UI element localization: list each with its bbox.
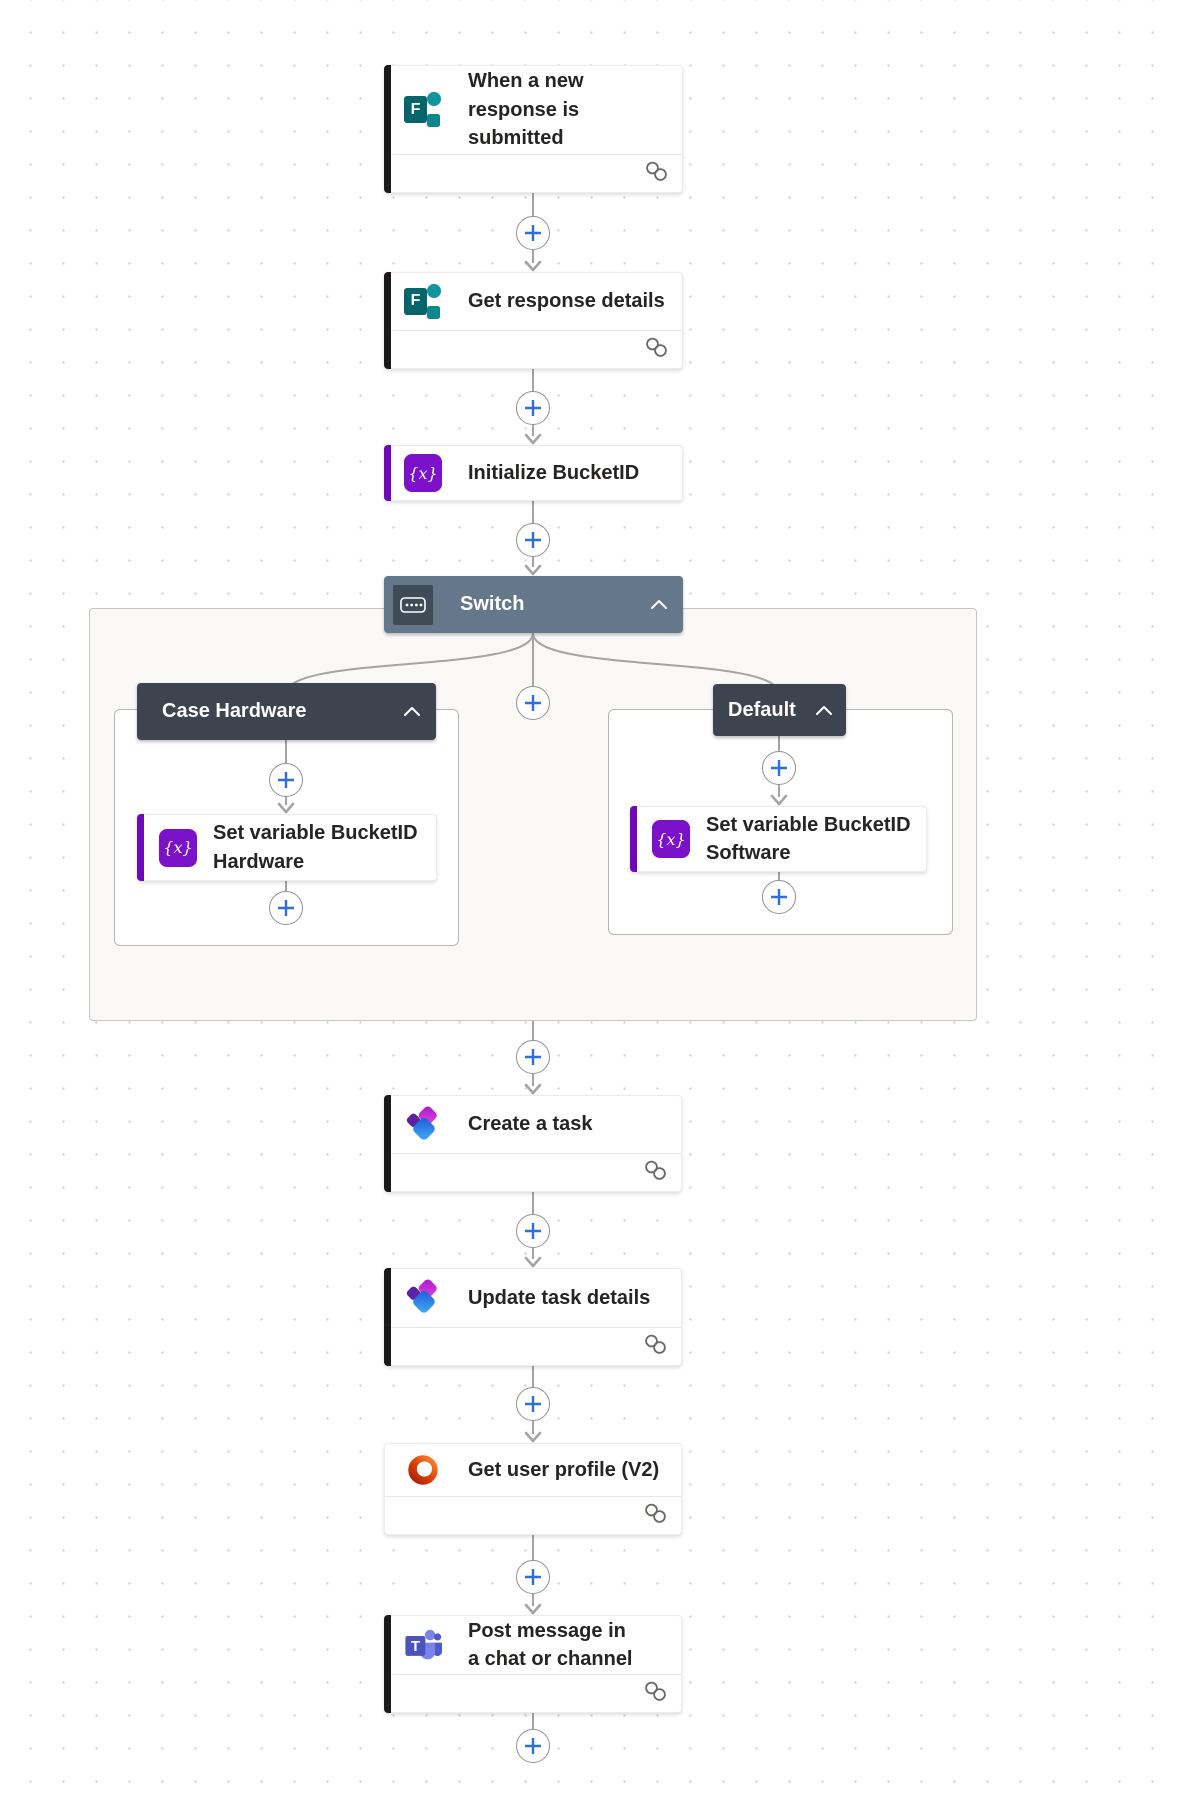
- set-variable-software-card[interactable]: {x} Set variable BucketID Software: [630, 806, 927, 872]
- forms-icon: F: [404, 91, 442, 129]
- office-icon: [404, 1451, 442, 1489]
- post-message-card[interactable]: T Post message in a chat or channel: [384, 1615, 682, 1713]
- action-title: Set variable BucketID Hardware: [213, 822, 418, 873]
- action-title: Get response details: [468, 290, 665, 313]
- plus-icon: [771, 760, 787, 776]
- action-accent-bar: [384, 272, 391, 369]
- plus-icon: [525, 532, 541, 548]
- connection-link-icon: [642, 1502, 669, 1530]
- variable-accent-bar: [630, 806, 637, 872]
- card-footer: [385, 330, 682, 368]
- chevron-up-icon[interactable]: [815, 705, 833, 716]
- case-hardware-label: Case Hardware: [162, 700, 307, 722]
- plus-icon: [525, 225, 541, 241]
- case-default-label: Default: [728, 698, 796, 721]
- insert-step-button[interactable]: [269, 763, 303, 797]
- get-response-card[interactable]: F Get response details: [384, 272, 683, 369]
- chevron-up-icon[interactable]: [650, 599, 668, 610]
- insert-step-button[interactable]: [516, 391, 550, 425]
- card-footer: [385, 1153, 681, 1191]
- planner-icon: [404, 1106, 442, 1144]
- plus-icon: [525, 695, 541, 711]
- trigger-title: When a new response is submitted: [468, 70, 584, 150]
- connection-link-icon: [642, 1159, 669, 1187]
- card-footer: [385, 1327, 681, 1365]
- insert-step-button[interactable]: [516, 1729, 550, 1763]
- insert-step-button[interactable]: [516, 216, 550, 250]
- switch-header[interactable]: Switch: [384, 576, 683, 633]
- plus-icon: [525, 400, 541, 416]
- action-title: Get user profile (V2): [468, 1458, 660, 1481]
- plus-icon: [525, 1738, 541, 1754]
- switch-icon: [393, 584, 433, 625]
- insert-step-button[interactable]: [516, 523, 550, 557]
- insert-step-button[interactable]: [516, 1560, 550, 1594]
- action-title: Create a task: [468, 1113, 593, 1136]
- action-accent-bar: [384, 1268, 391, 1366]
- variable-icon: {x}: [159, 828, 197, 867]
- plus-icon: [278, 900, 294, 916]
- variable-icon: {x}: [404, 454, 442, 492]
- chevron-up-icon[interactable]: [403, 706, 421, 717]
- trigger-footer: [385, 154, 682, 192]
- variable-accent-bar: [384, 445, 391, 501]
- action-title: Update task details: [468, 1286, 651, 1309]
- connection-link-icon: [642, 1680, 669, 1708]
- case-default-header[interactable]: Default: [713, 684, 846, 736]
- trigger-accent-bar: [384, 65, 391, 193]
- insert-step-button[interactable]: [269, 891, 303, 925]
- card-footer: [385, 1674, 681, 1712]
- planner-icon: [404, 1279, 442, 1317]
- variable-icon: {x}: [652, 820, 690, 858]
- action-title: Initialize BucketID: [468, 461, 640, 484]
- insert-case-button[interactable]: [516, 686, 550, 720]
- insert-step-button[interactable]: [516, 1214, 550, 1248]
- plus-icon: [525, 1569, 541, 1585]
- create-task-card[interactable]: Create a task: [384, 1095, 682, 1192]
- action-accent-bar: [384, 1615, 391, 1713]
- plus-icon: [771, 889, 787, 905]
- action-accent-bar: [384, 1095, 391, 1192]
- set-variable-hardware-card[interactable]: {x} Set variable BucketID Hardware: [137, 814, 437, 881]
- plus-icon: [525, 1049, 541, 1065]
- switch-label: Switch: [460, 593, 525, 615]
- forms-icon: F: [404, 283, 442, 321]
- action-title: Set variable BucketID Software: [706, 813, 911, 864]
- connection-link-icon: [642, 1333, 669, 1361]
- variable-accent-bar: [137, 814, 144, 881]
- plus-icon: [525, 1396, 541, 1412]
- case-hardware-header[interactable]: Case Hardware: [137, 683, 436, 740]
- insert-step-button[interactable]: [762, 751, 796, 785]
- insert-step-button[interactable]: [762, 880, 796, 914]
- plus-icon: [278, 772, 294, 788]
- update-task-card[interactable]: Update task details: [384, 1268, 682, 1366]
- plus-icon: [525, 1223, 541, 1239]
- card-footer: [385, 1496, 681, 1534]
- action-title: Post message in a chat or channel: [468, 1619, 633, 1670]
- connection-link-icon: [643, 160, 670, 188]
- connection-link-icon: [643, 336, 670, 364]
- insert-step-button[interactable]: [516, 1040, 550, 1074]
- get-user-profile-card[interactable]: Get user profile (V2): [384, 1443, 682, 1535]
- insert-step-button[interactable]: [516, 1387, 550, 1421]
- initialize-variable-card[interactable]: {x} Initialize BucketID: [384, 445, 683, 501]
- teams-icon: T: [404, 1626, 443, 1664]
- trigger-card[interactable]: F When a new response is submitted: [384, 65, 683, 193]
